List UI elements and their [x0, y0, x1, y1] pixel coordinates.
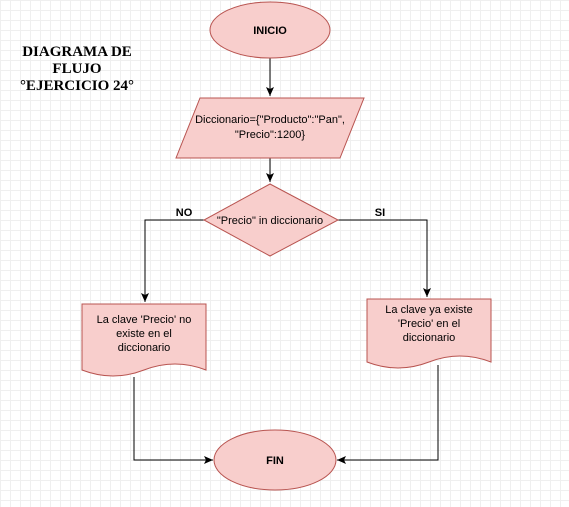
- title-line-2: FLUJO: [52, 61, 101, 77]
- edge-decision-no[interactable]: [141, 219, 204, 302]
- dictionary-label-line-2: "Precio":1200}: [235, 129, 306, 141]
- edge-label-si: SI: [375, 207, 385, 219]
- start-label: INICIO: [253, 25, 287, 37]
- dictionary-label-line-1: Diccionario={"Producto":"Pan",: [195, 114, 345, 126]
- document-no-node[interactable]: La clave 'Precio' no existe en el diccio…: [81, 303, 207, 377]
- document-si-node[interactable]: La clave ya existe 'Precio' en el diccio…: [366, 298, 492, 369]
- decision-diamond[interactable]: [202, 183, 340, 257]
- document-no-shape[interactable]: [81, 303, 207, 377]
- edge-label-no: NO: [176, 207, 193, 219]
- edges: [133, 58, 439, 464]
- end-ellipse[interactable]: [213, 429, 337, 491]
- title-line-1: DIAGRAMA DE: [22, 44, 132, 60]
- dictionary-node[interactable]: Diccionario={"Producto":"Pan", "Precio":…: [175, 97, 365, 159]
- decision-label: "Precio" in diccionario: [217, 215, 323, 227]
- document-si-shape[interactable]: [366, 298, 492, 369]
- end-node[interactable]: FIN: [213, 429, 337, 491]
- dictionary-parallelogram[interactable]: [175, 97, 365, 159]
- title-line-3: °EJERCICIO 24°: [20, 78, 134, 94]
- document-no-line-3: diccionario: [118, 342, 171, 354]
- document-si-line-2: 'Precio' en el: [398, 318, 460, 330]
- edge-si-to-fin[interactable]: [337, 365, 439, 464]
- document-si-line-1: La clave ya existe: [385, 304, 472, 316]
- document-no-line-1: La clave 'Precio' no: [97, 314, 192, 326]
- document-no-line-2: existe en el: [116, 328, 172, 340]
- decision-node[interactable]: "Precio" in diccionario: [202, 183, 340, 257]
- document-si-line-3: diccionario: [403, 332, 456, 344]
- diagram-title: DIAGRAMA DE FLUJO °EJERCICIO 24°: [20, 44, 134, 94]
- edge-no-to-fin[interactable]: [133, 377, 213, 464]
- start-ellipse[interactable]: [209, 1, 331, 59]
- edge-decision-si[interactable]: [338, 219, 431, 297]
- end-label: FIN: [266, 455, 284, 467]
- start-node[interactable]: INICIO: [209, 1, 331, 59]
